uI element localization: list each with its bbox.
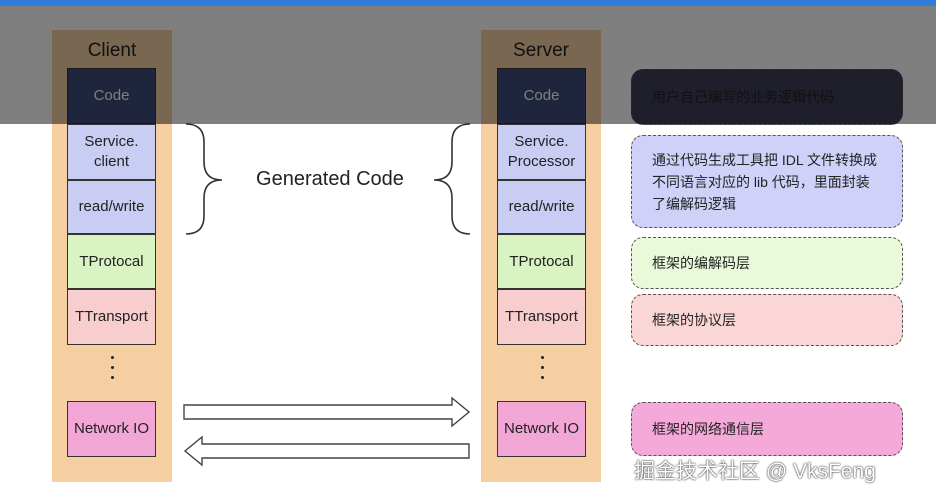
note-network-layer: 框架的网络通信层 — [631, 402, 903, 456]
server-layer-transport: TTransport — [497, 289, 586, 345]
client-layer-readwrite: read/write — [67, 180, 156, 234]
note-codec-layer: 框架的编解码层 — [631, 237, 903, 289]
arrow-right-icon — [183, 396, 471, 428]
server-layer-readwrite-label: read/write — [508, 198, 575, 215]
server-layer-service-label: Service. Processor — [507, 133, 576, 170]
note-protocol-layer: 框架的协议层 — [631, 294, 903, 346]
note-generated-code-text: 通过代码生成工具把 IDL 文件转换成不同语言对应的 lib 代码，里面封装了编… — [652, 151, 878, 212]
note-codec-layer-text: 框架的编解码层 — [652, 255, 750, 271]
client-layer-transport-label: TTransport — [75, 308, 148, 325]
top-accent-bar — [0, 0, 936, 6]
client-layer-network-io-label: Network IO — [73, 420, 149, 437]
client-layer-service-label: Service. client — [84, 133, 139, 170]
left-brace — [185, 123, 223, 235]
client-layer-transport: TTransport — [67, 289, 156, 345]
note-protocol-layer-text: 框架的协议层 — [652, 312, 736, 328]
client-layer-readwrite-label: read/write — [78, 198, 145, 215]
note-generated-code: 通过代码生成工具把 IDL 文件转换成不同语言对应的 lib 代码，里面封装了编… — [631, 135, 903, 228]
client-layer-protocol-label: TProtocal — [79, 252, 144, 270]
server-layer-protocol-label: TProtocal — [509, 252, 574, 270]
right-brace — [433, 123, 471, 235]
note-network-layer-text: 框架的网络通信层 — [652, 421, 764, 437]
client-ellipsis — [109, 356, 115, 386]
client-layer-protocol: TProtocal — [67, 234, 156, 289]
watermark: 掘金技术社区 @ VksFeng — [634, 460, 876, 483]
note-business-code-text: 用户自己编写的业务逻辑代码 — [652, 89, 834, 105]
server-layer-protocol: TProtocal — [497, 234, 586, 289]
server-layer-readwrite: read/write — [497, 180, 586, 234]
server-layer-network-io-label: Network IO — [503, 420, 579, 437]
client-layer-network-io: Network IO — [67, 401, 156, 457]
server-layer-transport-label: TTransport — [505, 308, 578, 325]
server-ellipsis — [539, 356, 545, 386]
server-layer-service: Service. Processor — [497, 124, 586, 180]
client-layer-service: Service. client — [67, 124, 156, 180]
generated-code-label: Generated Code — [256, 168, 404, 190]
note-business-code: 用户自己编写的业务逻辑代码 — [631, 69, 903, 125]
server-layer-network-io: Network IO — [497, 401, 586, 457]
arrow-left-icon — [183, 435, 470, 467]
